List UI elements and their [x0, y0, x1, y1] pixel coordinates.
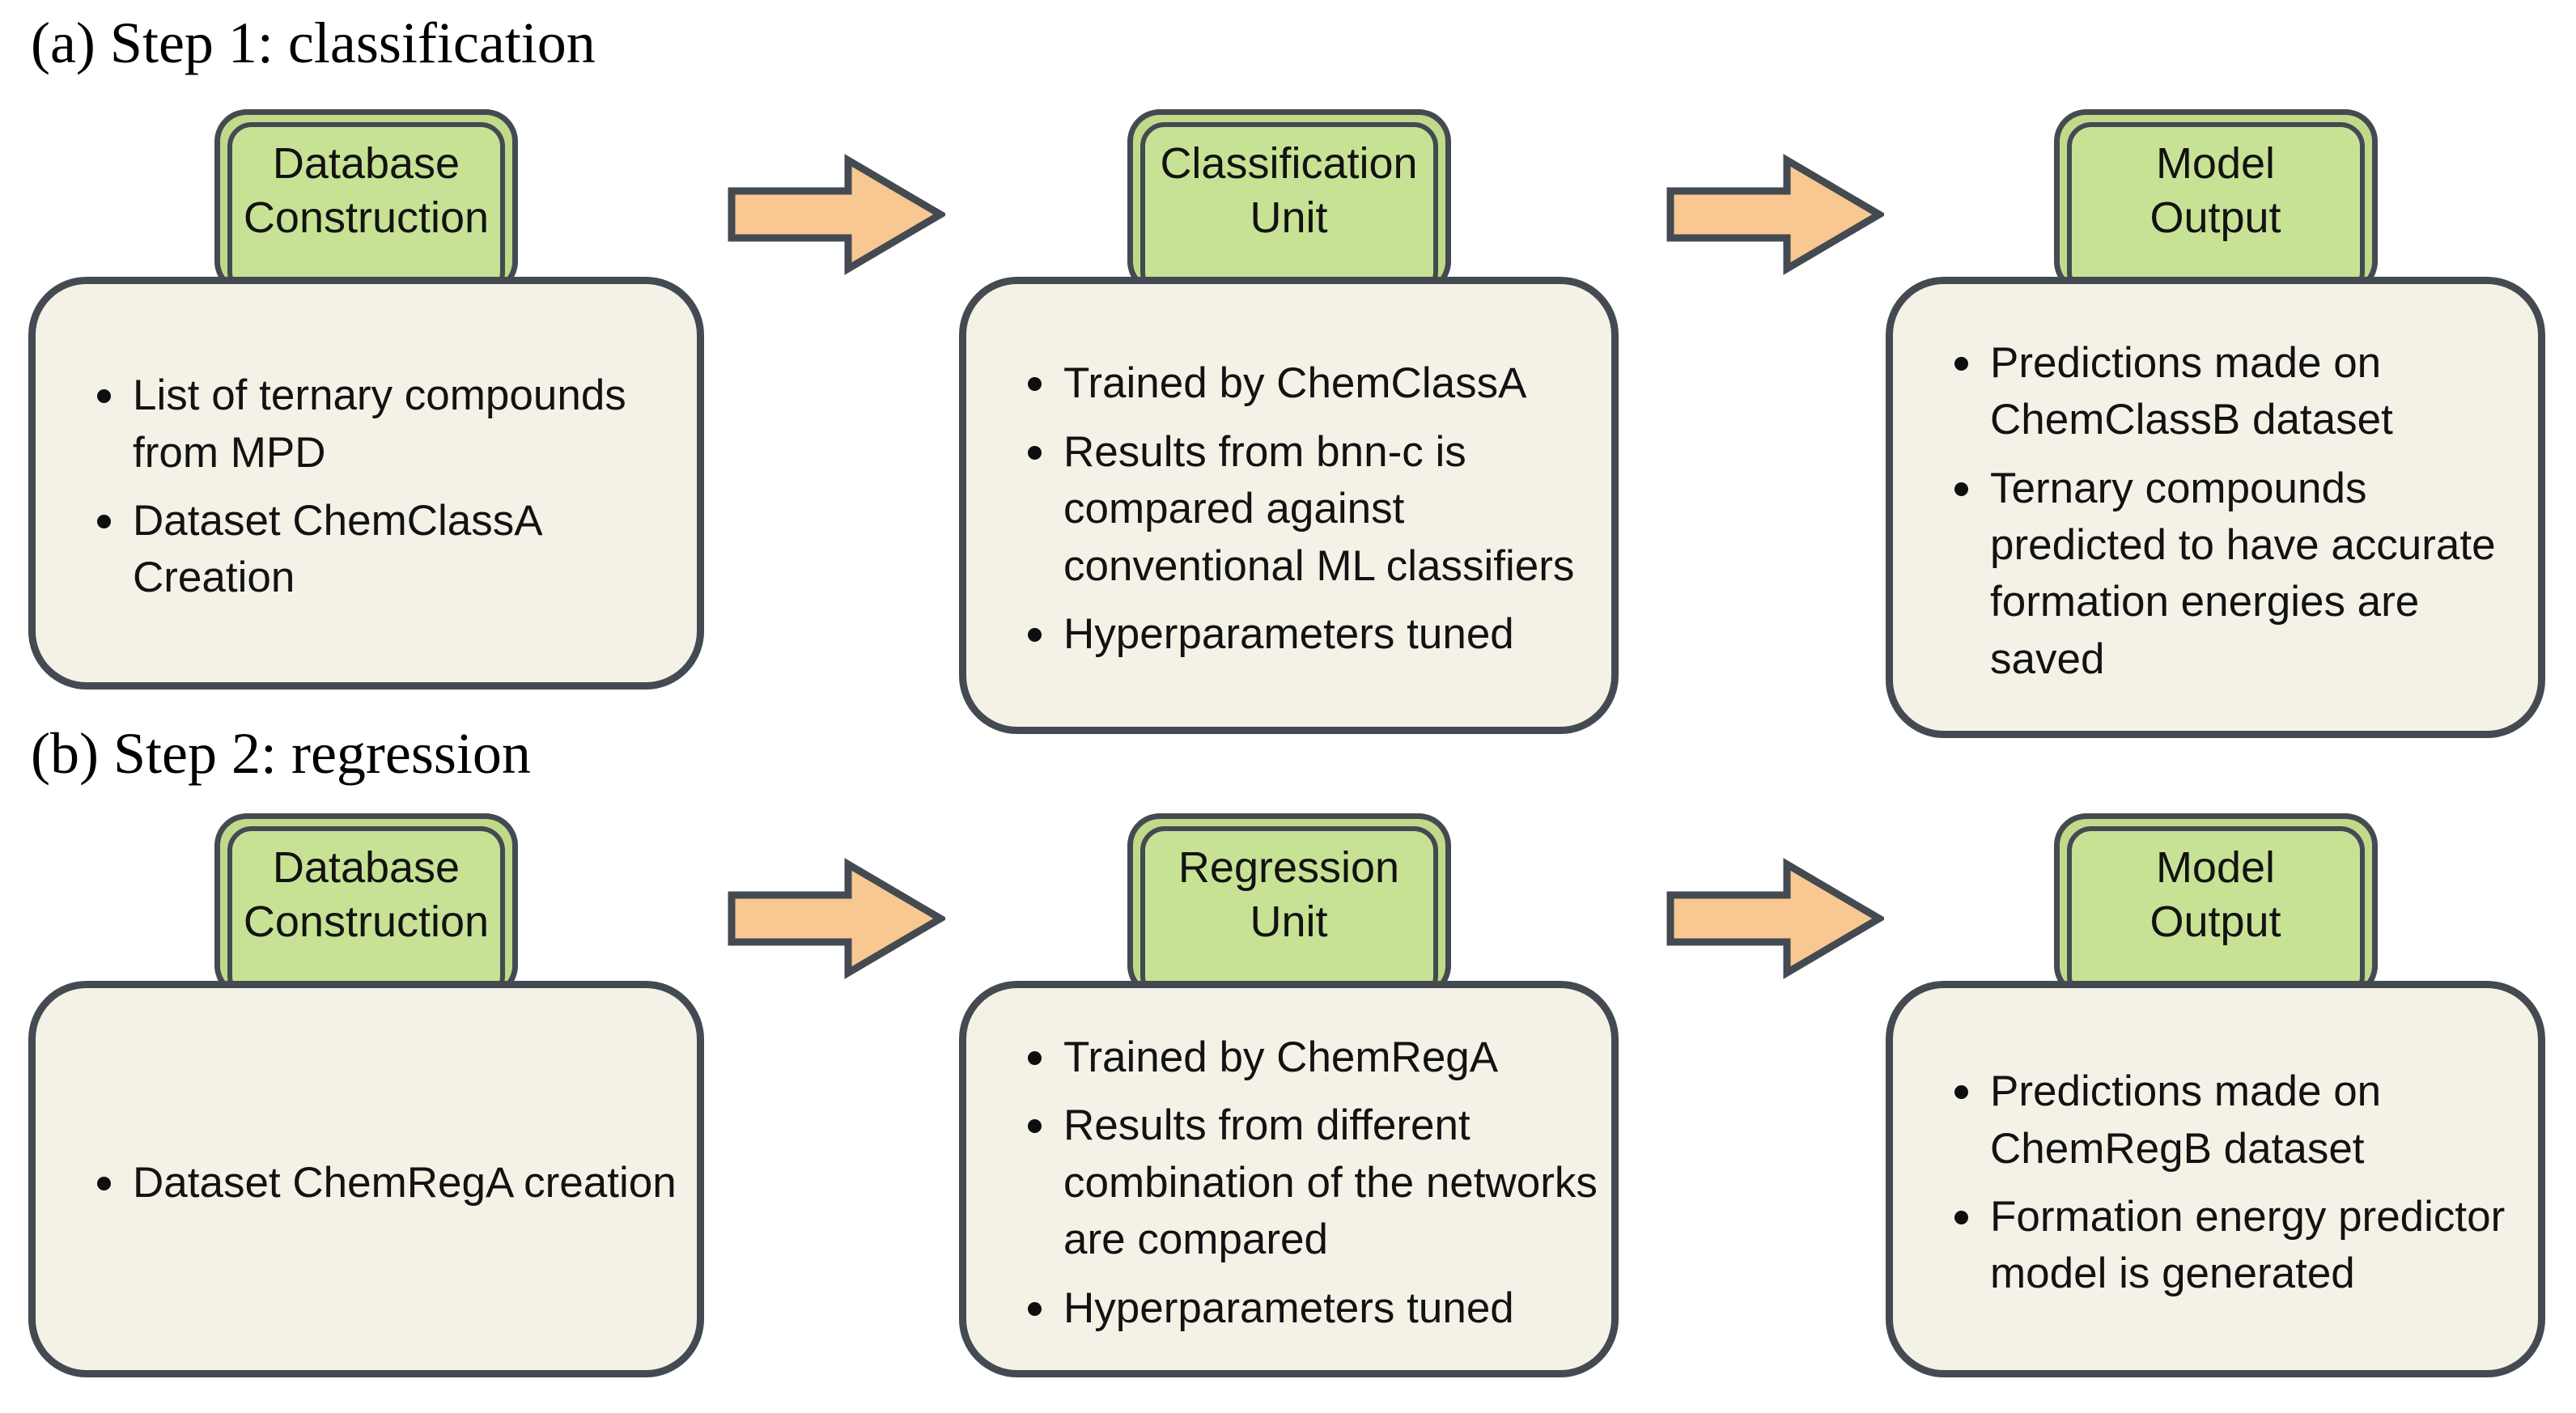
- unit-body-box: Trained by ChemClassA Results from bnn-c…: [959, 277, 1619, 734]
- bullet-list: Dataset ChemRegA creation: [36, 1155, 689, 1211]
- unit-b-regression-unit: Regression Unit Trained by ChemRegA Resu…: [959, 813, 1619, 1377]
- bullet-list: Trained by ChemRegA Results from differe…: [966, 1029, 1603, 1337]
- bullet-item: Formation energy predictor model is gene…: [1950, 1189, 2525, 1303]
- arrow-right-icon: [728, 154, 945, 275]
- bullet-item: Trained by ChemRegA: [1023, 1029, 1598, 1086]
- unit-body-box: Trained by ChemRegA Results from differe…: [959, 981, 1619, 1377]
- unit-header-tab: Database Construction: [214, 813, 518, 1000]
- bullet-list: Trained by ChemClassA Results from bnn-c…: [966, 355, 1603, 663]
- bullet-item: List of ternary compounds from MPD: [92, 367, 684, 482]
- unit-header-tab: Regression Unit: [1127, 813, 1451, 1000]
- arrow-right-icon: [1666, 154, 1884, 275]
- section-title-step1: (a) Step 1: classification: [31, 11, 596, 75]
- bullet-item: Trained by ChemClassA: [1023, 355, 1598, 412]
- flow-arrow: [1666, 858, 1884, 979]
- arrow-right-icon: [1666, 858, 1884, 979]
- bullet-item: Dataset ChemClassA Creation: [92, 493, 684, 607]
- bullet-item: Ternary compounds predicted to have accu…: [1950, 460, 2525, 689]
- bullet-item: Dataset ChemRegA creation: [92, 1155, 684, 1211]
- bullet-item: Results from different combination of th…: [1023, 1097, 1598, 1268]
- unit-a-database-construction: Database Construction List of ternary co…: [28, 109, 704, 690]
- unit-body-box: List of ternary compounds from MPD Datas…: [28, 277, 704, 690]
- bullet-item: Predictions made on ChemRegB dataset: [1950, 1063, 2525, 1178]
- flow-arrow: [1666, 154, 1884, 275]
- bullet-list: List of ternary compounds from MPD Datas…: [36, 367, 689, 607]
- flow-arrow: [727, 858, 945, 979]
- bullet-item: Hyperparameters tuned: [1023, 1280, 1598, 1337]
- arrow-right-icon: [728, 858, 945, 979]
- unit-header-tab: Classification Unit: [1127, 109, 1451, 296]
- unit-header-label: Model Output: [2066, 826, 2365, 1000]
- unit-header-tab: Model Output: [2053, 109, 2378, 296]
- unit-header-tab: Model Output: [2053, 813, 2378, 1000]
- unit-header-tab: Database Construction: [214, 109, 518, 296]
- flow-arrow: [727, 154, 945, 275]
- unit-b-model-output: Model Output Predictions made on ChemReg…: [1886, 813, 2545, 1377]
- unit-header-label: Classification Unit: [1139, 122, 1438, 296]
- bullet-item: Hyperparameters tuned: [1023, 606, 1598, 663]
- unit-b-database-construction: Database Construction Dataset ChemRegA c…: [28, 813, 704, 1377]
- section-title-step2: (b) Step 2: regression: [31, 721, 531, 786]
- bullet-item: Results from bnn-c is compared against c…: [1023, 424, 1598, 595]
- unit-a-classification-unit: Classification Unit Trained by ChemClass…: [959, 109, 1619, 734]
- bullet-item: Predictions made on ChemClassB dataset: [1950, 335, 2525, 449]
- unit-body-box: Predictions made on ChemRegB dataset For…: [1886, 981, 2545, 1377]
- unit-header-label: Database Construction: [227, 826, 505, 1000]
- unit-body-box: Dataset ChemRegA creation: [28, 981, 704, 1377]
- unit-header-label: Model Output: [2066, 122, 2365, 296]
- bullet-list: Predictions made on ChemRegB dataset For…: [1893, 1063, 2530, 1303]
- unit-body-box: Predictions made on ChemClassB dataset T…: [1886, 277, 2545, 738]
- unit-header-label: Regression Unit: [1139, 826, 1438, 1000]
- bullet-list: Predictions made on ChemClassB dataset T…: [1893, 335, 2530, 689]
- unit-a-model-output: Model Output Predictions made on ChemCla…: [1886, 109, 2545, 738]
- unit-header-label: Database Construction: [227, 122, 505, 296]
